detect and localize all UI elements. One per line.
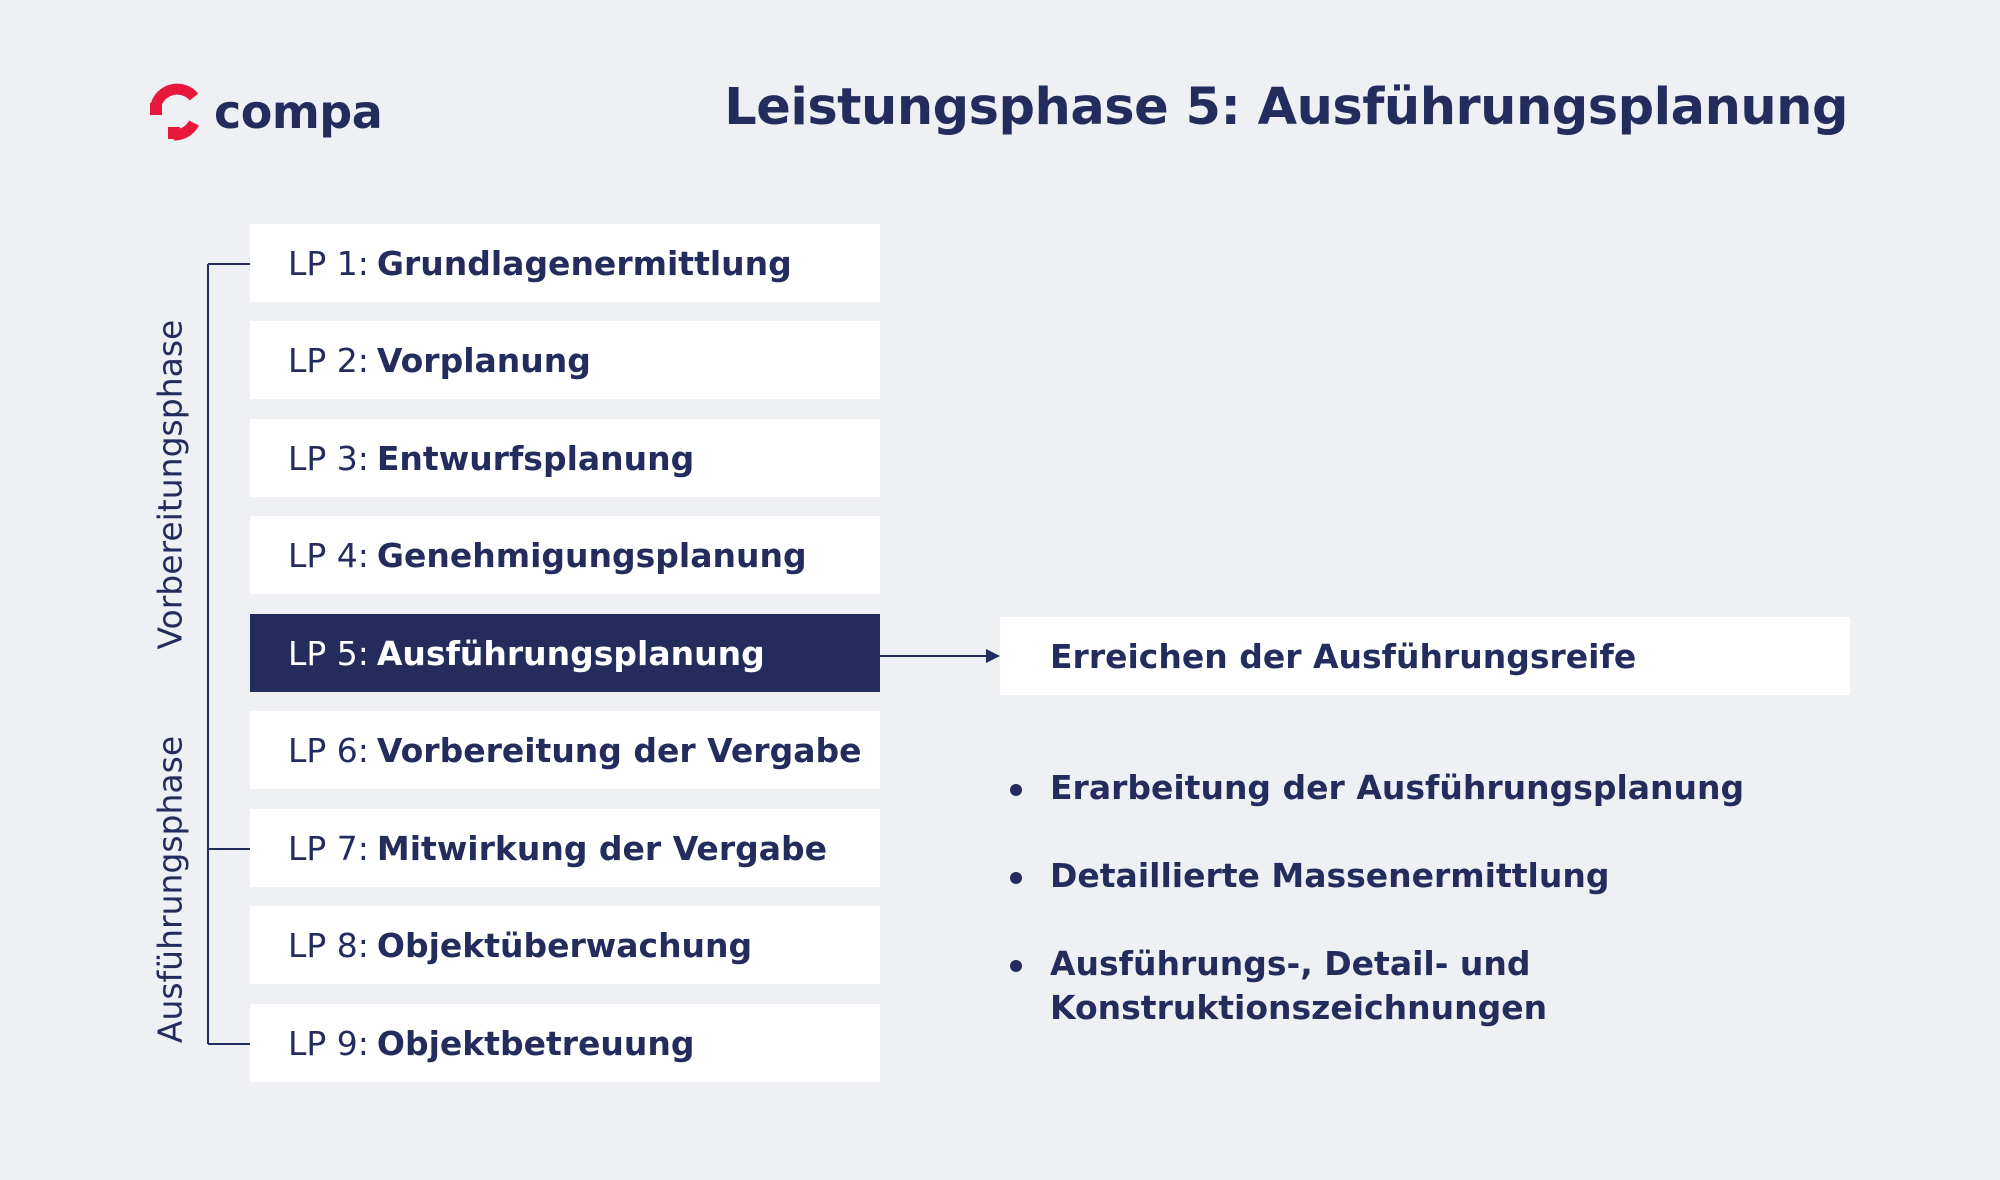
result-box: Erreichen der Ausführungsreife <box>1000 617 1850 695</box>
phase-item-lp7: LP 7: Mitwirkung der Vergabe <box>250 809 880 887</box>
brand-name: compa <box>214 85 383 139</box>
phase-name: Entwurfsplanung <box>376 438 695 478</box>
phase-item-lp3: LP 3: Entwurfsplanung <box>250 419 880 497</box>
phase-item-lp8: LP 8: Objektüberwachung <box>250 906 880 984</box>
phase-name: Objektüberwachung <box>376 925 753 965</box>
phase-number: LP 9: <box>288 1023 369 1063</box>
phase-number: LP 4: <box>288 535 369 575</box>
compa-logo-icon <box>150 83 199 141</box>
phase-number: LP 5: <box>288 633 369 673</box>
task-item: Ausführungs-, Detail- und Konstruktionsz… <box>1010 942 1570 1030</box>
page-title: Leistungsphase 5: Ausführungsplanung <box>724 78 1848 137</box>
phase-name: Vorplanung <box>376 340 591 380</box>
task-text: Detaillierte Massenermittlung <box>1050 856 1610 895</box>
phase-number: LP 3: <box>288 438 369 478</box>
phase-name: Objektbetreuung <box>376 1023 695 1063</box>
result-arrow <box>880 649 1000 663</box>
phase-number: LP 2: <box>288 340 369 380</box>
task-list: Erarbeitung der Ausführungsplanung Detai… <box>1010 766 1830 1074</box>
phase-number: LP 6: <box>288 730 369 770</box>
compa-logo: compa <box>148 82 383 142</box>
phase-item-lp9: LP 9: Objektbetreuung <box>250 1004 880 1082</box>
phase-item-lp6: LP 6: Vorbereitung der Vergabe <box>250 711 880 789</box>
bullet-icon <box>1010 872 1022 884</box>
task-text: Ausführungs-, Detail- und Konstruktionsz… <box>1050 944 1548 1027</box>
phase-item-lp5: LP 5: Ausführungsplanung <box>250 614 880 692</box>
phase-item-lp1: LP 1: Grundlagenermittlung <box>250 224 880 302</box>
bullet-icon <box>1010 784 1022 796</box>
phase-item-lp4: LP 4: Genehmigungsplanung <box>250 516 880 594</box>
group-label-execution: Ausführungsphase <box>150 735 190 1044</box>
phase-name: Ausführungsplanung <box>376 633 765 673</box>
phase-name: Mitwirkung der Vergabe <box>376 828 827 868</box>
task-item: Detaillierte Massenermittlung <box>1010 854 1830 898</box>
phase-number: LP 7: <box>288 828 369 868</box>
group-label-preparation: Vorbereitungsphase <box>150 319 190 650</box>
phase-number: LP 1: <box>288 243 369 283</box>
bullet-icon <box>1010 960 1022 972</box>
phase-number: LP 8: <box>288 925 369 965</box>
phase-item-lp2: LP 2: Vorplanung <box>250 321 880 399</box>
task-text: Erarbeitung der Ausführungsplanung <box>1050 768 1745 807</box>
phase-name: Genehmigungsplanung <box>376 535 807 575</box>
phase-name: Vorbereitung der Vergabe <box>376 730 862 770</box>
task-item: Erarbeitung der Ausführungsplanung <box>1010 766 1830 810</box>
phase-name: Grundlagenermittlung <box>376 243 792 283</box>
